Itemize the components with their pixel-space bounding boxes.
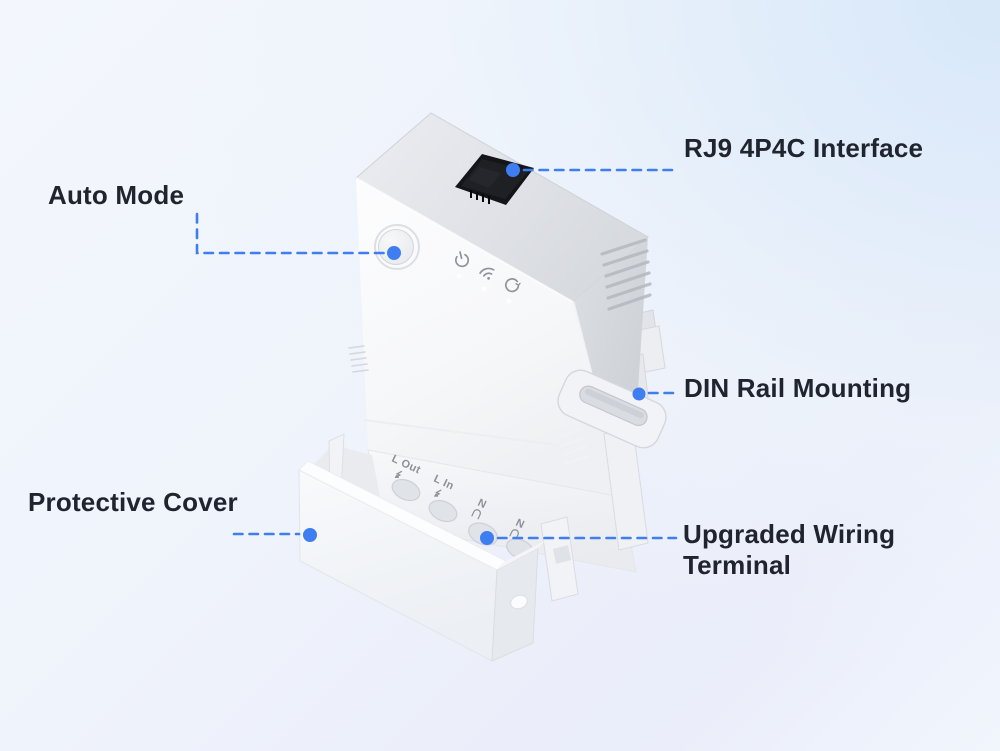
cover-screw-hole <box>510 594 528 610</box>
device-front-face <box>356 178 622 497</box>
indicator-icons <box>455 251 521 304</box>
led-dot <box>456 273 462 279</box>
din-clamp <box>557 369 667 449</box>
wiring-terminal-line2: Terminal <box>683 550 792 580</box>
rj9-dot <box>506 163 520 177</box>
led-dot <box>506 298 512 304</box>
vent-slots-lower <box>555 418 590 466</box>
wiring-terminal-dot <box>480 531 494 545</box>
protective-cover-dot <box>303 528 317 542</box>
led-dot <box>481 286 487 292</box>
terminal-hole <box>391 478 421 502</box>
led-dots <box>456 273 512 304</box>
callout-label-protective-cover: Protective Cover <box>28 487 238 517</box>
left-edge-ridges <box>348 345 369 373</box>
auto-cycle-icon <box>504 277 521 293</box>
auto-mode-connector <box>195 212 386 255</box>
auto-mode-dot <box>387 246 401 260</box>
wiring-terminal-line1: Upgraded Wiring <box>683 519 896 549</box>
protective-cover <box>298 433 546 662</box>
lightning-icon <box>434 489 442 497</box>
callout-label-auto-mode: Auto Mode <box>48 180 185 210</box>
power-icon <box>455 251 470 268</box>
n-loop-icon <box>509 529 519 540</box>
terminal-hole <box>428 499 458 523</box>
rj9-port-pins <box>470 190 490 204</box>
callout-label-wiring-terminal: Upgraded Wiring Terminal <box>683 519 895 581</box>
wifi-icon <box>479 267 495 280</box>
n-loop-icon <box>471 509 481 520</box>
rj9-port <box>455 154 534 205</box>
vent-slots-upper <box>600 238 652 311</box>
callout-label-din-rail: DIN Rail Mounting <box>684 373 912 403</box>
lightning-icon <box>394 470 403 479</box>
din-rail-dot <box>632 387 646 401</box>
callout-label-rj9-interface: RJ9 4P4C Interface <box>684 133 924 163</box>
